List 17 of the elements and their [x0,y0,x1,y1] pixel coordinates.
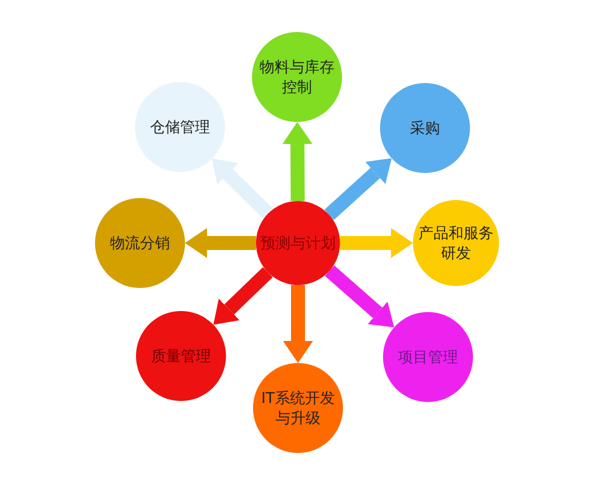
node-label: 采购 [409,118,441,138]
arrow [340,228,413,258]
node-label: IT系统开发与升级 [260,388,336,428]
arrow [213,267,273,325]
node-label: 质量管理 [150,346,212,366]
node-label: 预测与计划 [260,233,336,253]
node-label: 物流分销 [109,233,171,253]
arrow [185,228,256,258]
node-label: 物料与库存控制 [258,57,336,97]
node-label: 项目管理 [397,347,459,367]
arrow [282,122,312,202]
arrow [324,158,392,220]
arrow [212,158,273,219]
node-label: 产品和服务研发 [418,223,494,263]
arrow [283,285,313,363]
node-label: 仓储管理 [149,117,211,137]
arrow [324,265,394,328]
